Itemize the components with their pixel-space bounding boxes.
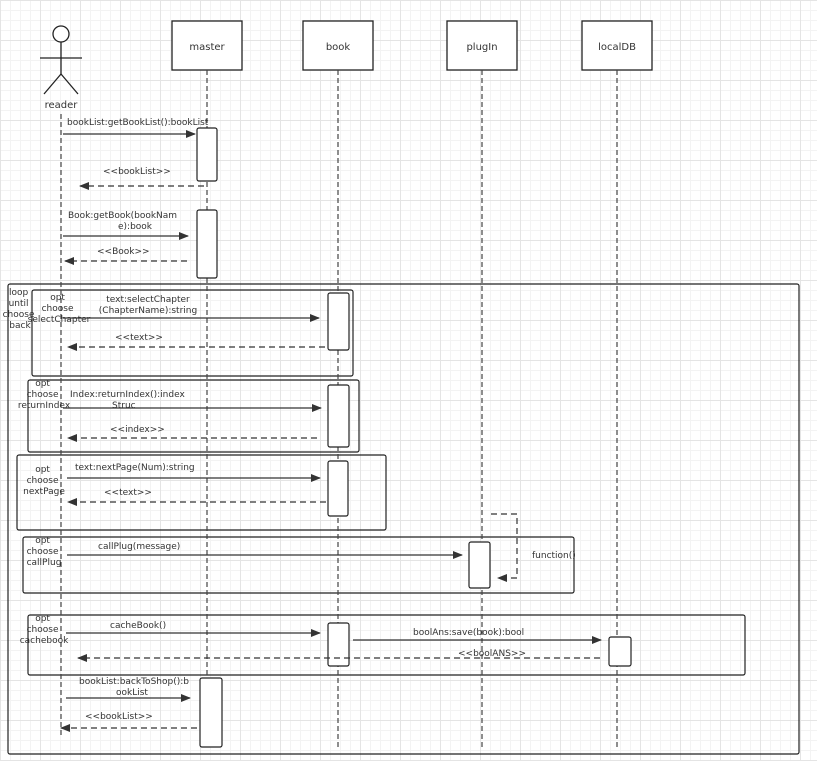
return-text-1-label: <<text>> <box>115 333 163 343</box>
message-save-label: boolAns:save(book):bool <box>413 628 524 638</box>
activation-plugin <box>468 541 491 589</box>
participant-plugin[interactable]: plugIn <box>446 20 518 71</box>
opt-nextpage-label: opt choose nextPage <box>23 465 65 497</box>
return-booklist-label: <<bookList>> <box>103 167 171 177</box>
actor-right-leg <box>60 73 79 95</box>
activation-master-3 <box>199 677 223 748</box>
opt-fragment-cachebook[interactable] <box>27 614 746 676</box>
activation-book-4 <box>327 622 350 667</box>
participant-localdb-label: localDB <box>598 42 636 53</box>
opt-fragment-returnindex[interactable] <box>27 379 360 453</box>
activation-book-3 <box>327 460 349 517</box>
opt-fragment-selectchapter[interactable] <box>31 289 354 377</box>
loop-fragment-label: loop until choose back <box>3 288 38 331</box>
return-boolans-label: <<boolANS>> <box>458 649 526 659</box>
opt-selectchapter-label: opt choose selectChapter <box>28 293 91 325</box>
activation-book-1 <box>327 292 350 351</box>
participant-book[interactable]: book <box>302 20 374 71</box>
self-call-function-arrow[interactable] <box>491 513 518 582</box>
actor-head <box>52 25 70 43</box>
activation-book-2 <box>327 384 350 448</box>
message-nextpage-label: text:nextPage(Num):string <box>75 463 195 473</box>
activation-localdb <box>608 636 632 667</box>
return-text-2-label: <<text>> <box>104 488 152 498</box>
return-booklist-2-label: <<bookList>> <box>85 712 153 722</box>
actor-left-leg <box>43 73 62 95</box>
message-cachebook-label: cacheBook() <box>110 621 166 631</box>
opt-cachebook-label: opt choose cachebook <box>20 614 69 646</box>
actor-reader[interactable]: reader <box>40 25 82 111</box>
opt-callplug-label: opt choose callPlug <box>27 536 62 568</box>
opt-fragment-nextpage[interactable] <box>16 454 387 531</box>
opt-fragment-callplug[interactable] <box>22 536 575 594</box>
participant-master[interactable]: master <box>171 20 243 71</box>
self-call-function-label: function() <box>532 551 576 561</box>
activation-master-1 <box>196 127 218 182</box>
participant-book-label: book <box>326 42 351 53</box>
message-getbooklist-label: bookList:getBookList():bookList <box>67 118 209 128</box>
return-book-label: <<Book>> <box>97 247 150 257</box>
participant-master-label: master <box>189 42 225 53</box>
message-callplug-label: callPlug(message) <box>98 542 180 552</box>
participant-plugin-label: plugIn <box>466 42 497 53</box>
participant-localdb[interactable]: localDB <box>581 20 653 71</box>
actor-label: reader <box>45 100 79 111</box>
loop-fragment-frame[interactable] <box>7 283 800 755</box>
activation-master-2 <box>196 209 218 279</box>
message-selectchapter-label: text:selectChapter(ChapterName):string <box>99 295 197 316</box>
return-index-label: <<index>> <box>110 425 165 435</box>
opt-returnindex-label: opt choose returnIndex <box>18 379 71 411</box>
